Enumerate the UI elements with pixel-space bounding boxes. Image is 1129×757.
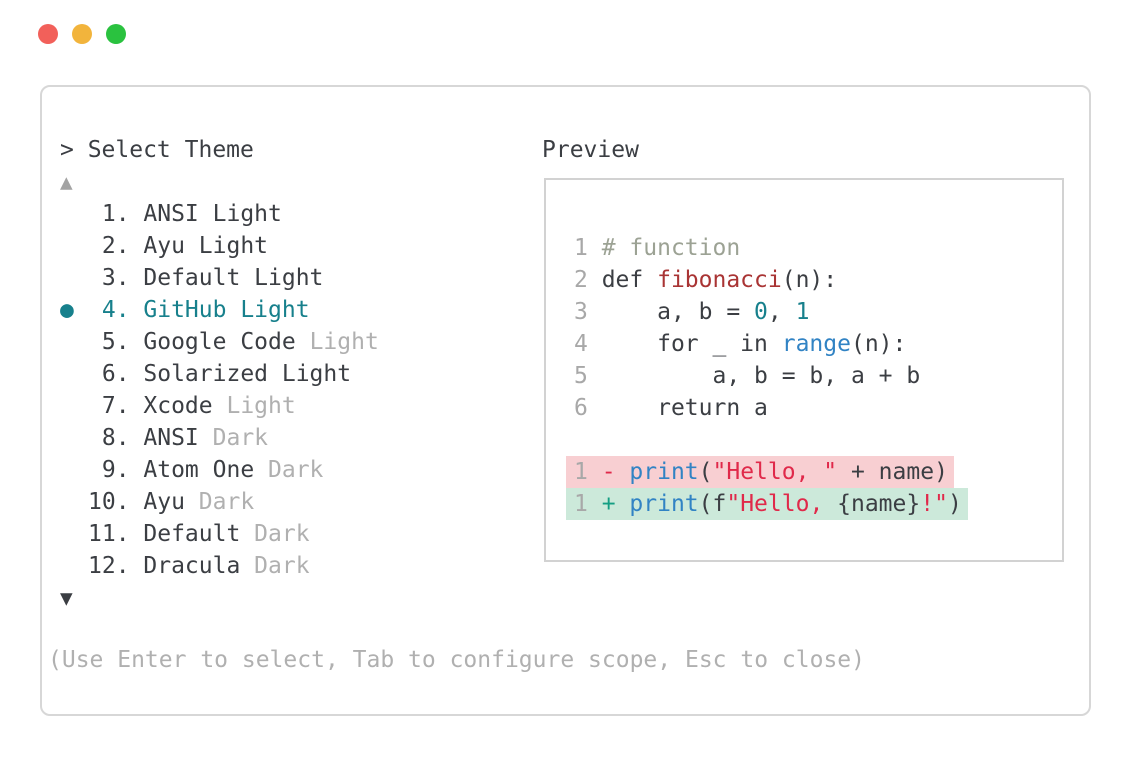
theme-item-xcode[interactable]: 7. Xcode Light [60, 390, 379, 422]
token-string: "Hello, [726, 491, 838, 517]
theme-variant-muted: Dark [240, 521, 310, 547]
theme-number: 7. [88, 393, 144, 419]
theme-name: Default Light [143, 265, 324, 291]
line-number: 1 [574, 491, 602, 517]
token-plain: a, b = b, a + b [601, 363, 921, 389]
line-number: 1 [574, 235, 602, 261]
page-title: > Select Theme [60, 137, 254, 163]
theme-name: Default [143, 521, 241, 547]
line-number: 1 [574, 459, 602, 485]
theme-variant-muted: Light [295, 329, 379, 355]
theme-name: Solarized Light [143, 361, 352, 387]
code-line: 2 def fibonacci(n): [574, 264, 1062, 296]
code-line: 4 for _ in range(n): [574, 328, 1062, 360]
theme-name: GitHub Light [143, 297, 310, 323]
code-line [574, 424, 1062, 456]
line-number: 5 [574, 363, 602, 389]
preview-label: Preview [542, 137, 639, 163]
theme-number: 8. [88, 425, 144, 451]
theme-variant-muted: Dark [184, 489, 255, 515]
theme-item-default-light[interactable]: 3. Default Light [60, 262, 379, 294]
token-plain: (n): [850, 331, 907, 357]
token-plain: ) [947, 491, 962, 517]
theme-item-google-code[interactable]: 5. Google Code Light [60, 326, 379, 358]
theme-item-ayu-light[interactable]: 2. Ayu Light [60, 230, 379, 262]
theme-item-solarized-light[interactable]: 6. Solarized Light [60, 358, 379, 390]
token-number: 1 [795, 299, 810, 325]
scroll-down-icon[interactable]: ▼ [60, 586, 73, 610]
theme-name: Google Code [143, 329, 296, 355]
token-plus: + [601, 491, 630, 517]
theme-number: 2. [88, 233, 144, 259]
token-plain: return a [601, 395, 768, 421]
theme-name: Atom One [143, 457, 255, 483]
theme-number: 11. [88, 521, 144, 547]
token-builtin: print [629, 491, 699, 517]
token-comment: # function [601, 235, 741, 261]
code-line: 1 # function [574, 232, 1062, 264]
token-builtin: range [781, 331, 851, 357]
theme-name: ANSI Light [143, 201, 282, 227]
theme-variant-muted: Dark [254, 457, 324, 483]
token-func: fibonacci [657, 267, 782, 293]
token-string: !" [920, 491, 948, 517]
token-plain: def [601, 267, 658, 293]
token-plain: , [767, 299, 796, 325]
token-plain: for _ in [601, 331, 782, 357]
token-plain: (n): [781, 267, 838, 293]
theme-item-atom-one[interactable]: 9. Atom One Dark [60, 454, 379, 486]
window-controls [38, 24, 126, 44]
token-string: "Hello, " [712, 459, 838, 485]
theme-number: 4. [88, 297, 144, 323]
keyboard-hints: (Use Enter to select, Tab to configure s… [48, 647, 865, 673]
line-number: 2 [574, 267, 602, 293]
token-number: 0 [754, 299, 768, 325]
zoom-window-icon[interactable] [106, 24, 126, 44]
code-line: 5 a, b = b, a + b [574, 360, 1062, 392]
theme-selector-panel: > Select Theme ▲ 1. ANSI Light 2. Ayu Li… [40, 85, 1091, 716]
theme-name: Ayu [143, 489, 185, 515]
theme-item-ansi-light[interactable]: 1. ANSI Light [60, 198, 379, 230]
theme-item-ayu[interactable]: 10. Ayu Dark [60, 486, 379, 518]
theme-item-default[interactable]: 11. Default Dark [60, 518, 379, 550]
theme-item-ansi[interactable]: 8. ANSI Dark [60, 422, 379, 454]
selected-bullet-icon: ● [60, 297, 74, 323]
token-plain: ( [698, 459, 713, 485]
diff-line-added: 1 + print(f"Hello, {name}!") [566, 488, 1062, 520]
theme-number: 12. [88, 553, 144, 579]
theme-item-github-light[interactable]: ● 4. GitHub Light [60, 294, 379, 326]
theme-number: 9. [88, 457, 144, 483]
token-plain: + name) [837, 459, 948, 485]
theme-name: Ayu Light [143, 233, 269, 259]
diff-line-removed: 1 - print("Hello, " + name) [566, 456, 1062, 488]
theme-number: 6. [88, 361, 144, 387]
theme-number: 10. [88, 489, 144, 515]
theme-variant-muted: Dark [240, 553, 310, 579]
token-plain: {name} [837, 491, 921, 517]
theme-number: 1. [88, 201, 144, 227]
minimize-window-icon[interactable] [72, 24, 92, 44]
theme-variant-muted: Dark [198, 425, 269, 451]
theme-item-dracula[interactable]: 12. Dracula Dark [60, 550, 379, 582]
close-window-icon[interactable] [38, 24, 58, 44]
line-number: 3 [574, 299, 602, 325]
theme-name: Xcode [143, 393, 213, 419]
theme-number: 3. [88, 265, 144, 291]
theme-number: 5. [88, 329, 144, 355]
scroll-up-icon[interactable]: ▲ [60, 170, 73, 194]
theme-name: Dracula [143, 553, 241, 579]
line-number: 6 [574, 395, 602, 421]
line-number: 4 [574, 331, 602, 357]
theme-variant-muted: Light [212, 393, 296, 419]
code-line: 6 return a [574, 392, 1062, 424]
token-minus: - [601, 459, 630, 485]
code-line: 3 a, b = 0, 1 [574, 296, 1062, 328]
token-builtin: print [629, 459, 699, 485]
token-plain: (f [698, 491, 727, 517]
theme-list: 1. ANSI Light 2. Ayu Light 3. Default Li… [60, 198, 379, 582]
theme-name: ANSI [143, 425, 199, 451]
token-plain: a, b = [601, 299, 755, 325]
